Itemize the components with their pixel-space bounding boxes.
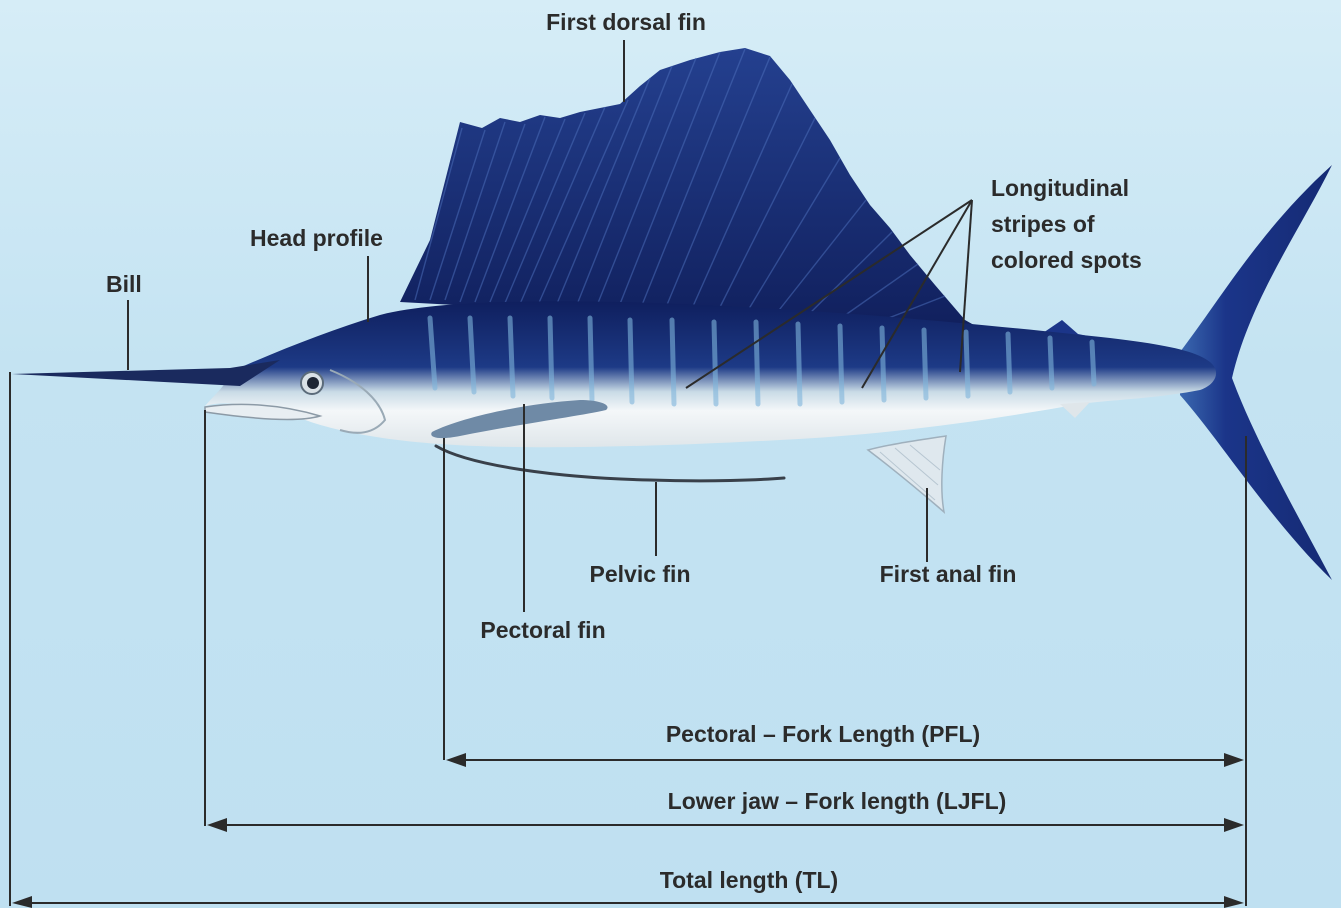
label-longitudinal-stripes-line2: stripes of	[991, 206, 1142, 242]
label-pelvic-fin: Pelvic fin	[590, 560, 691, 588]
bill	[12, 360, 280, 386]
pfl-arrow	[446, 753, 1244, 767]
label-ljfl: Lower jaw – Fork length (LJFL)	[668, 787, 1007, 815]
label-first-anal-fin: First anal fin	[880, 560, 1017, 588]
label-longitudinal-stripes-line1: Longitudinal	[991, 170, 1142, 206]
first-anal-fin	[868, 436, 946, 512]
label-bill: Bill	[106, 270, 142, 298]
label-longitudinal-stripes: Longitudinal stripes of colored spots	[991, 170, 1142, 278]
label-first-dorsal-fin: First dorsal fin	[546, 8, 706, 36]
label-pfl: Pectoral – Fork Length (PFL)	[666, 720, 980, 748]
second-anal-fin	[1060, 402, 1090, 418]
pelvic-fin	[436, 446, 784, 481]
label-pectoral-fin: Pectoral fin	[480, 616, 605, 644]
label-tl: Total length (TL)	[660, 866, 838, 894]
label-head-profile: Head profile	[250, 224, 383, 252]
first-dorsal-fin	[400, 48, 990, 334]
tl-arrow	[12, 896, 1244, 908]
eye-pupil	[307, 377, 319, 389]
ljfl-arrow	[207, 818, 1244, 832]
label-longitudinal-stripes-line3: colored spots	[991, 242, 1142, 278]
